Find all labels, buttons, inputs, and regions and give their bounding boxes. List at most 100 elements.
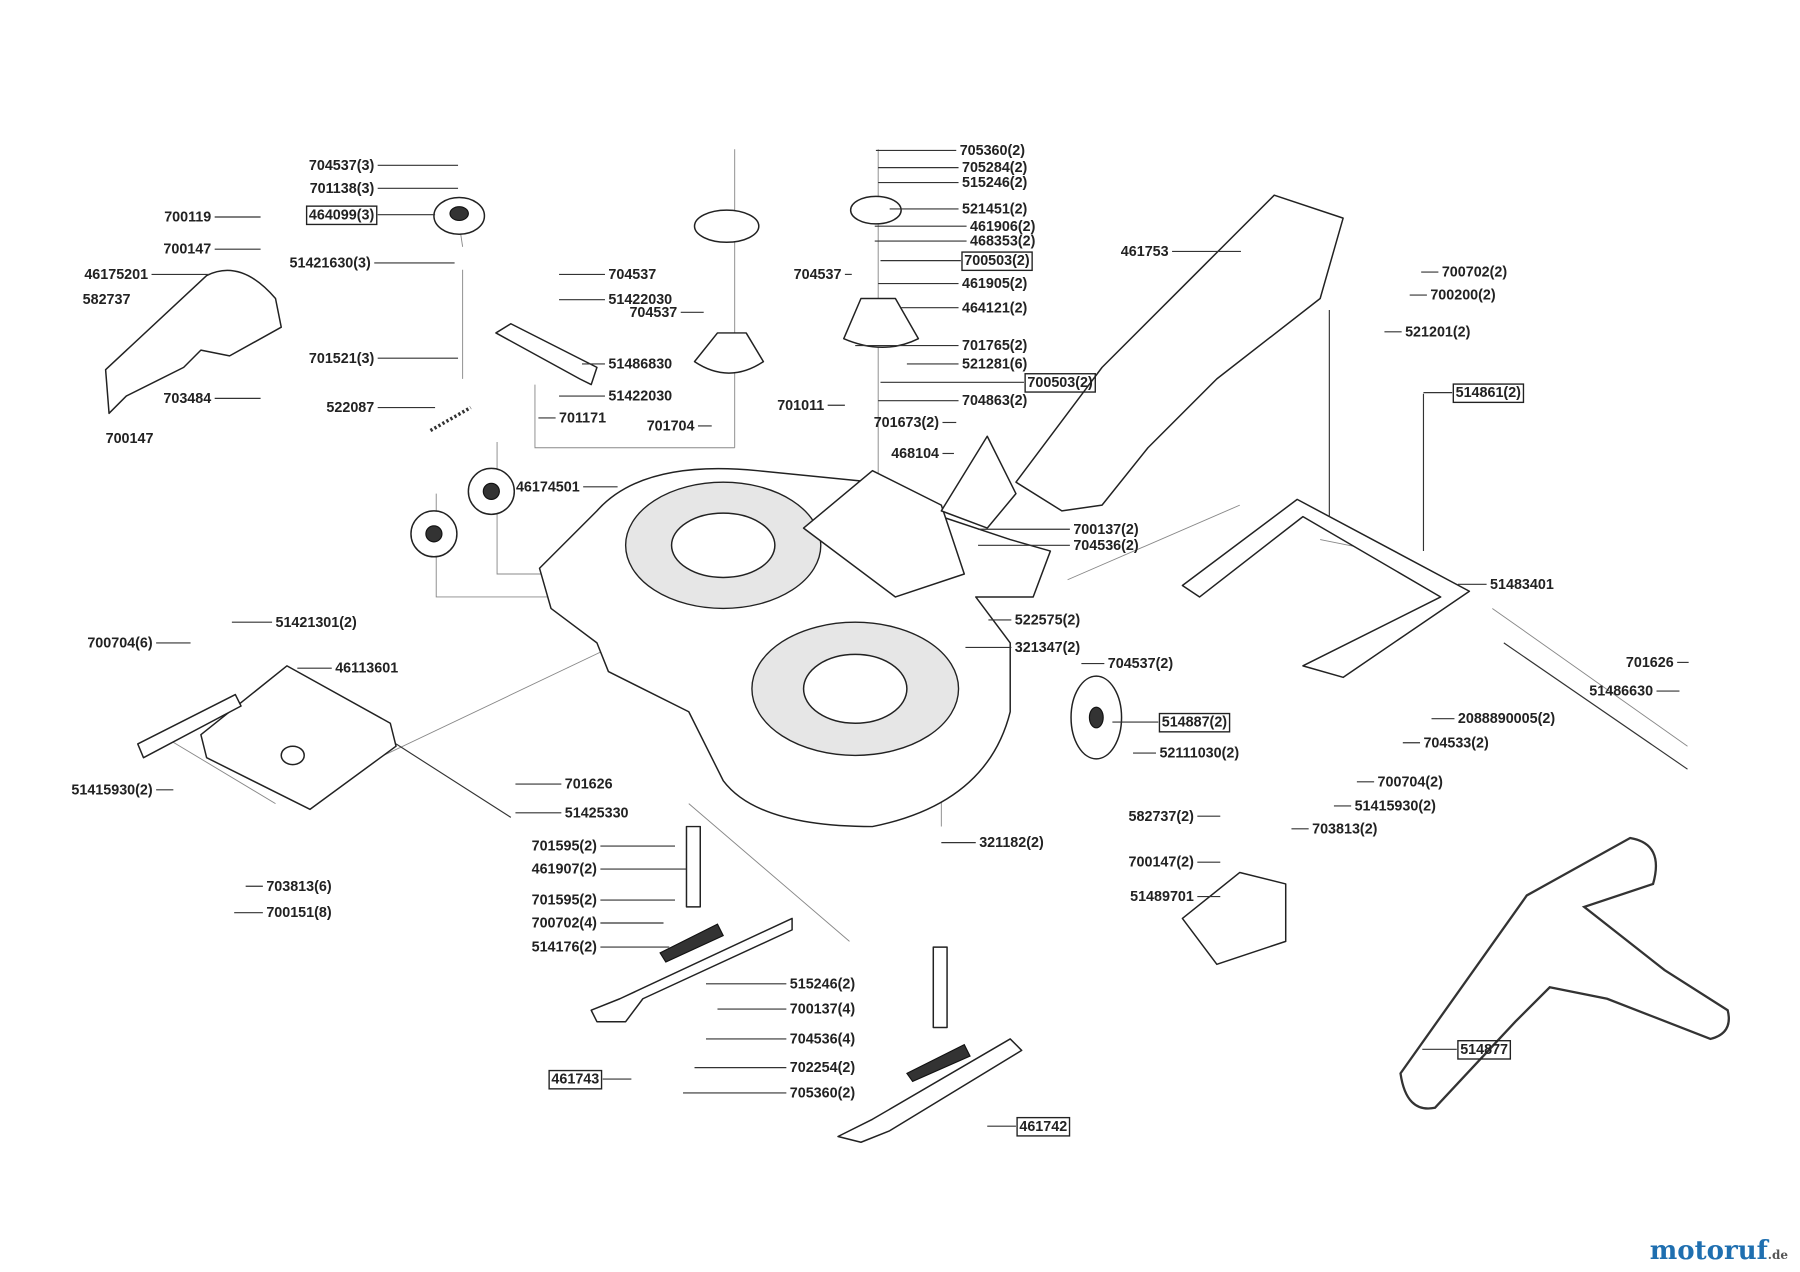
part-number-label[interactable]: 700702(2) [1442,265,1508,281]
part-number-label[interactable]: 701704 [647,419,695,435]
part-number-label[interactable]: 468353(2) [970,234,1036,250]
part-number-label[interactable]: 700503(2) [964,253,1030,269]
part-number-label[interactable]: 701171 [559,410,606,426]
part-number-label[interactable]: 582737 [83,292,131,308]
idler-pulleys [410,195,920,558]
part-number-label[interactable]: 700702(4) [532,916,598,932]
part-number-label[interactable]: 703484 [163,391,211,407]
part-number-label[interactable]: 700137(2) [1073,522,1139,538]
motoruf-logo: motoruf.de [1650,1236,1788,1266]
part-number-label[interactable]: 51421630(3) [290,256,371,272]
part-number-label[interactable]: 701595(2) [532,893,598,909]
part-number-label[interactable]: 703813(6) [266,879,332,895]
part-number-label[interactable]: 514861(2) [1456,385,1522,401]
part-number-label[interactable]: 701673(2) [874,415,940,431]
part-number-label[interactable]: 704863(2) [962,393,1028,409]
part-number-label[interactable]: 461753 [1121,244,1169,260]
part-number-label[interactable]: 51489701 [1130,889,1194,905]
part-number-label[interactable]: 700151(8) [266,905,332,921]
part-number-label[interactable]: 704537 [629,305,677,321]
part-number-label[interactable]: 700119 [164,210,211,226]
mower-deck [538,467,1052,828]
part-number-label[interactable]: 703813(2) [1312,821,1378,837]
part-number-label[interactable]: 468104 [891,446,939,462]
part-number-label[interactable]: 702254(2) [790,1060,856,1076]
part-number-label[interactable]: 705360(2) [790,1085,856,1101]
part-number-label[interactable]: 461905(2) [962,276,1028,292]
part-number-label[interactable]: 464121(2) [962,300,1028,316]
part-number-label[interactable]: 514887(2) [1162,715,1228,731]
part-number-label[interactable]: 51422030 [608,292,672,308]
part-number-label[interactable]: 514877 [1460,1042,1508,1058]
part-number-label[interactable]: 700200(2) [1430,288,1496,304]
part-number-label[interactable]: 461742 [1019,1119,1067,1135]
part-number-label[interactable]: 515246(2) [962,175,1028,191]
part-number-label[interactable]: 701521(3) [309,351,375,367]
part-number-label[interactable]: 700147 [163,242,211,258]
belt-cover [104,269,282,415]
part-number-label[interactable]: 704533(2) [1423,735,1489,751]
assembly-box [961,251,1033,272]
part-number-label[interactable]: 704537(3) [309,158,375,174]
part-number-label[interactable]: 705284(2) [962,160,1028,176]
part-number-label[interactable]: 704537 [608,267,656,283]
part-number-label[interactable]: 701626 [565,777,613,793]
front-rod [395,743,512,818]
part-number-label[interactable]: 701626 [1626,655,1674,671]
part-number-label[interactable]: 2088890005(2) [1458,711,1555,727]
part-number-label[interactable]: 700704(2) [1378,774,1444,790]
part-number-label[interactable]: 701765(2) [962,338,1028,354]
part-number-label[interactable]: 51415930(2) [71,782,152,798]
part-number-label[interactable]: 522575(2) [1015,613,1081,629]
blades [590,825,1023,1143]
part-number-label[interactable]: 464099(3) [309,207,375,223]
part-number-label[interactable]: 701011 [777,398,824,414]
part-number-label[interactable]: 700503(2) [1027,375,1093,391]
part-number-label[interactable]: 461743 [551,1072,599,1088]
assembly-box [1452,383,1525,404]
assembly-box [1158,712,1231,733]
part-number-label[interactable]: 51483401 [1490,577,1554,593]
part-number-label[interactable]: 700147(2) [1129,855,1195,871]
part-number-label[interactable]: 700137(4) [790,1002,856,1018]
part-number-label[interactable]: 582737(2) [1129,809,1195,825]
part-number-label[interactable]: 515246(2) [790,976,856,992]
part-number-label[interactable]: 521201(2) [1405,324,1471,340]
part-number-label[interactable]: 461907(2) [532,862,598,878]
part-number-label[interactable]: 701595(2) [532,839,598,855]
part-number-label[interactable]: 514176(2) [532,940,598,956]
logo-text: motoruf [1649,1236,1768,1266]
part-number-label[interactable]: 51415930(2) [1355,798,1436,814]
part-number-label[interactable]: 51425330 [565,805,629,821]
part-number-label[interactable]: 461906(2) [970,219,1036,235]
discharge-chute [1015,194,1344,512]
part-number-label[interactable]: 51486830 [608,357,672,373]
part-number-label[interactable]: 704537(2) [1108,656,1174,672]
part-number-label[interactable]: 46175201 [84,267,148,283]
part-number-label[interactable]: 704536(2) [1073,538,1139,554]
part-number-label[interactable]: 521451(2) [962,202,1028,218]
part-number-label[interactable]: 52111030(2) [1159,746,1239,762]
part-number-label[interactable]: 321347(2) [1015,640,1081,656]
part-number-label[interactable]: 321182(2) [979,835,1044,851]
part-number-label[interactable]: 51486630 [1589,684,1653,700]
assembly-box [1016,1116,1071,1137]
part-number-label[interactable]: 521281(6) [962,357,1028,373]
part-number-label[interactable]: 700704(6) [87,635,153,651]
assembly-box [548,1069,603,1090]
part-number-label[interactable]: 522087 [326,400,374,416]
part-number-label[interactable]: 705360(2) [960,143,1026,159]
part-number-label[interactable]: 51421301(2) [276,615,357,631]
rear-cables [1328,309,1425,552]
part-number-label[interactable]: 704537 [794,267,842,283]
part-number-label[interactable]: 46113601 [335,661,398,677]
part-number-label[interactable]: 700147 [106,431,154,447]
part-number-label[interactable]: 701138(3) [310,181,375,197]
assembly-lines [160,149,1688,942]
assembly-box [305,205,378,226]
part-number-label[interactable]: 704536(4) [790,1032,856,1048]
assembly-box [1024,373,1096,393]
part-number-label[interactable]: 51422030 [608,389,672,405]
part-number-label[interactable]: 46174501 [516,479,580,495]
